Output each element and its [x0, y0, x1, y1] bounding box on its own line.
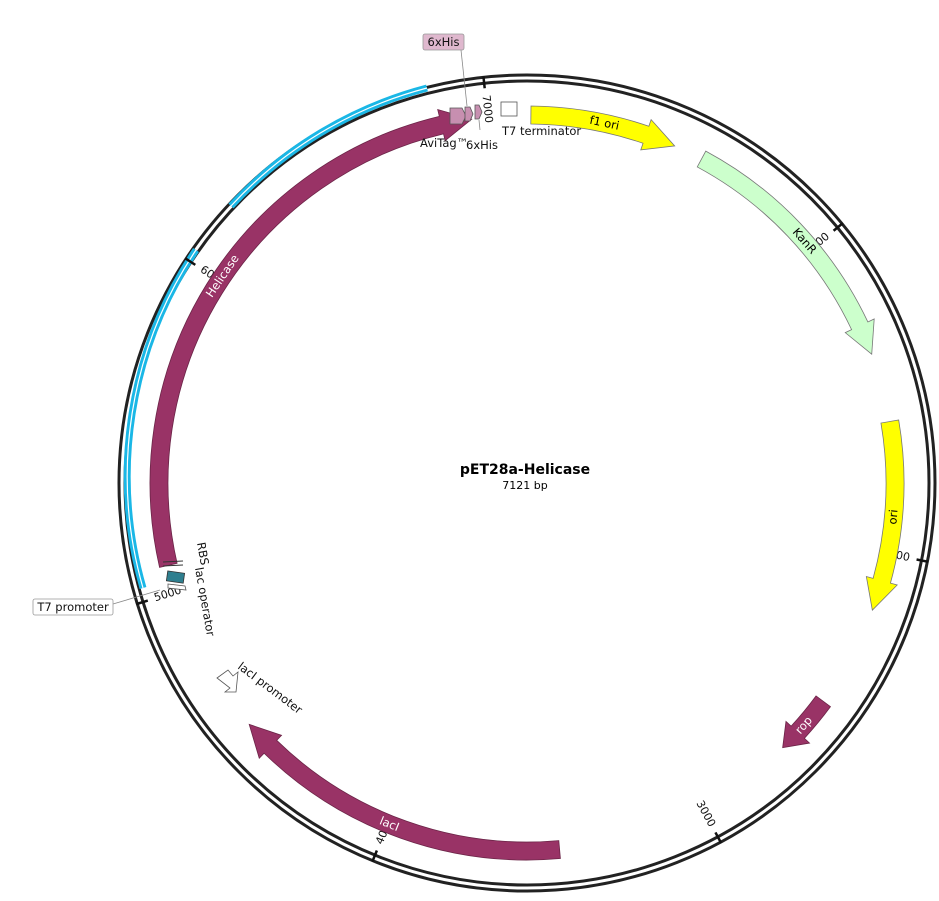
6xhis-marker-a: [464, 106, 474, 122]
plasmid-name: pET28a-Helicase: [460, 462, 590, 478]
tick-mark-2000: [916, 558, 929, 564]
feature-label-f1-ori: f1 ori: [588, 113, 620, 133]
tick-mark-5000: [135, 599, 149, 606]
tick-mark-1000: [832, 222, 844, 232]
laci-promoter-label: lacI promoter: [235, 659, 305, 717]
t7-promoter-label: T7 promoter: [36, 600, 109, 614]
rbs-marker-line-1: [162, 560, 184, 563]
feature-arrow-ori: [865, 419, 905, 611]
6xhis-marker-b: [474, 104, 483, 120]
feature-arrow-kanr: [696, 150, 875, 355]
6xhis-callout-label: 6xHis: [428, 35, 460, 49]
feature-arrow-rop: [782, 695, 832, 749]
insert-highlight: [123, 84, 428, 589]
6xhis-callout-box: [422, 33, 465, 51]
t7-terminator-label: T7 terminator: [501, 124, 581, 138]
t7-terminator-marker: [500, 101, 518, 117]
feature-arrow-f1-ori: [530, 105, 676, 151]
feature-label-laci: lacI: [378, 814, 402, 834]
plasmid-length: 7121 bp: [502, 479, 547, 492]
t7-promoter-marker: [167, 583, 187, 591]
tick-mark-3000: [714, 831, 723, 844]
rbs-marker-line-2: [162, 564, 184, 567]
feature-arrow-helicase: [149, 108, 473, 568]
6xhis-callout-line: [460, 49, 468, 107]
laci-promoter-marker: [216, 669, 239, 693]
avitag-label: AviTag™: [420, 136, 468, 150]
small-feature-group-left: RBS lac operator T7 promoter lacI promot…: [32, 541, 305, 717]
plasmid-center-label: pET28a-Helicase 7121 bp: [460, 462, 590, 492]
6xhis-inner-label: 6xHis: [466, 138, 498, 152]
6xhis-inner-line: [478, 119, 481, 131]
feature-label-ori: ori: [885, 509, 900, 525]
t7-promoter-callout-box: [32, 598, 114, 616]
tick-mark-4000: [371, 850, 379, 863]
tick-mark-6000: [184, 257, 196, 266]
tick-mark-7000: [482, 76, 486, 89]
avitag-marker: [449, 107, 467, 125]
feature-arrow-laci: [248, 723, 561, 861]
insert-highlight-arc-upper-inner: [230, 87, 428, 207]
rbs-label: RBS: [194, 541, 212, 566]
tick-label-7000: 7000: [479, 94, 495, 123]
small-feature-group-top: 6xHis AviTag™ 6xHis T7 terminator: [420, 33, 581, 152]
insert-highlight-arc-lower-inner: [126, 249, 197, 589]
lac-operator-marker: [165, 570, 186, 584]
backbone-outer-ring: [117, 73, 937, 893]
lac-operator-label: lac operator: [192, 566, 218, 637]
t7-promoter-callout-line: [112, 589, 161, 605]
tick-label-3000: 3000: [694, 798, 719, 829]
